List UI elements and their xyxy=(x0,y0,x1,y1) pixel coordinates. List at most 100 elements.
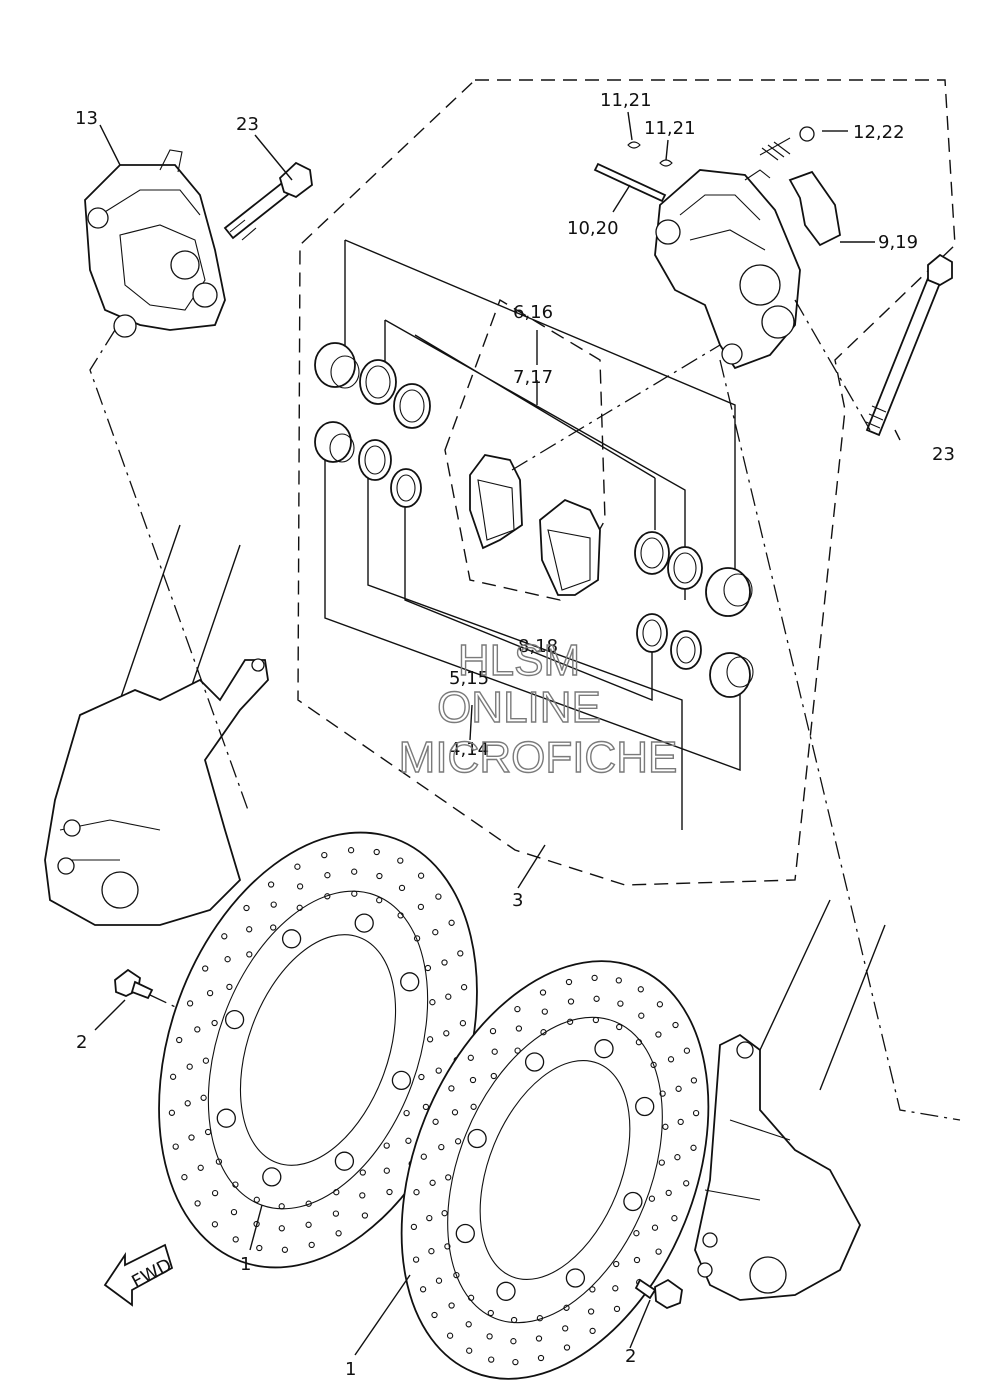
piston-large-upper[interactable] xyxy=(314,342,360,389)
disc-drill-hole xyxy=(403,1109,410,1117)
seal-right-2[interactable] xyxy=(667,546,703,590)
disc-drill-hole xyxy=(457,950,464,957)
disc-drill-hole xyxy=(221,933,228,940)
disc-drill-hole xyxy=(445,993,452,1000)
disc-drill-hole xyxy=(633,1256,641,1264)
disc-drill-hole xyxy=(672,1021,679,1029)
seal-right-1[interactable] xyxy=(634,531,670,575)
disc-drill-hole xyxy=(204,1128,212,1136)
watermark-line-3: MICROFICHE xyxy=(399,733,678,782)
disc-drill-hole xyxy=(489,1027,497,1035)
disc-bobbin xyxy=(565,1268,586,1288)
disc-drill-hole xyxy=(215,1158,223,1165)
pad-spring[interactable] xyxy=(788,170,841,247)
disc-drill-hole xyxy=(426,1036,434,1043)
piston-right-small[interactable] xyxy=(709,652,754,698)
disc-bolt-left[interactable] xyxy=(114,968,154,1000)
disc-drill-hole xyxy=(232,1236,239,1243)
disc-drill-hole xyxy=(467,1054,474,1061)
disc-drill-hole xyxy=(448,919,455,926)
disc-drill-hole xyxy=(690,1144,697,1151)
piston-right-large[interactable] xyxy=(705,567,753,617)
watermark-line-1: HLSM xyxy=(458,636,580,685)
disc-drill-hole xyxy=(612,1285,619,1292)
left-brake-caliper[interactable] xyxy=(84,149,226,338)
disc-drill-hole xyxy=(446,1332,454,1339)
caliper-mount-bolt-right[interactable] xyxy=(865,253,953,437)
pad-pin[interactable] xyxy=(593,162,667,203)
label-11-21-b: 11,21 xyxy=(644,118,696,139)
seal-upper-1[interactable] xyxy=(359,359,397,405)
disc-drill-hole xyxy=(270,901,277,908)
disc-drill-hole xyxy=(429,1179,436,1186)
pin-clips[interactable] xyxy=(627,141,673,167)
disc-drill-hole xyxy=(296,883,304,890)
disc-drill-hole xyxy=(359,1192,366,1199)
brake-disc-right[interactable] xyxy=(344,915,767,1380)
brake-pad-2[interactable] xyxy=(539,498,601,596)
caliper-assembly-outline xyxy=(297,79,956,886)
disc-drill-hole xyxy=(359,1169,366,1176)
disc-drill-hole xyxy=(321,851,328,859)
disc-bobbin xyxy=(334,1151,355,1171)
seal-lower-1[interactable] xyxy=(358,439,392,481)
disc-drill-hole xyxy=(567,998,575,1005)
disc-drill-hole xyxy=(281,1246,289,1253)
disc-drill-hole xyxy=(491,1048,498,1055)
disc-bobbin xyxy=(524,1052,545,1072)
label-10-20: 10,20 xyxy=(567,218,619,239)
label-23-right: 23 xyxy=(932,444,955,465)
disc-drill-hole xyxy=(616,1023,623,1031)
disc-drill-hole xyxy=(324,893,331,900)
disc-drill-hole xyxy=(267,881,275,888)
disc-drill-hole xyxy=(373,848,380,856)
disc-drill-hole xyxy=(638,1012,645,1019)
disc-drill-hole xyxy=(589,1327,596,1335)
seal-right-3[interactable] xyxy=(636,613,668,653)
label-1-right: 1 xyxy=(345,1359,356,1380)
disc-drill-hole xyxy=(186,1063,193,1070)
seal-upper-2[interactable] xyxy=(393,383,431,429)
disc-drill-hole xyxy=(305,1221,312,1228)
disc-drill-hole xyxy=(441,959,448,966)
seal-lower-2[interactable] xyxy=(390,468,422,508)
forward-arrow: FWD xyxy=(103,1243,175,1307)
caliper-mount-bolt-left[interactable] xyxy=(223,161,313,241)
disc-drill-hole xyxy=(398,884,406,892)
right-brake-caliper[interactable] xyxy=(654,169,801,370)
disc-drill-hole xyxy=(443,1030,450,1037)
disc-drill-hole xyxy=(667,1056,675,1063)
disc-drill-hole xyxy=(419,1286,427,1293)
label-4-14: 4,14 xyxy=(449,739,489,760)
disc-drill-hole xyxy=(512,1358,519,1366)
disc-bobbin xyxy=(455,1223,475,1244)
disc-drill-hole xyxy=(186,1000,194,1007)
disc-drill-hole xyxy=(211,1019,218,1027)
disc-drill-hole xyxy=(351,868,358,875)
disc-bobbin xyxy=(400,972,420,992)
disc-drill-hole xyxy=(470,1103,477,1110)
right-fork-leg xyxy=(694,899,886,1301)
disc-drill-hole xyxy=(413,935,421,942)
piston-small-upper[interactable] xyxy=(314,421,355,463)
disc-drill-hole xyxy=(333,1189,340,1196)
disc-drill-hole xyxy=(487,1309,494,1317)
brake-pad-1[interactable] xyxy=(469,454,523,550)
disc-drill-hole xyxy=(539,989,547,996)
disc-drill-hole xyxy=(383,1167,390,1174)
disc-drill-hole xyxy=(308,1241,315,1249)
disc-drill-hole xyxy=(469,1076,477,1084)
disc-drill-hole xyxy=(486,1333,493,1340)
disc-drill-hole xyxy=(535,1335,543,1342)
disc-drill-hole xyxy=(451,1109,459,1116)
disc-drill-hole xyxy=(662,1123,669,1130)
disc-drill-hole xyxy=(335,1230,342,1237)
left-fork-leg xyxy=(44,524,269,926)
bleed-screw[interactable] xyxy=(759,126,835,161)
seal-right-4[interactable] xyxy=(670,630,702,670)
disc-drill-hole xyxy=(230,1208,238,1216)
disc-drill-hole xyxy=(243,904,250,912)
disc-drill-hole xyxy=(376,897,383,904)
disc-bolt-right[interactable] xyxy=(634,1278,683,1310)
